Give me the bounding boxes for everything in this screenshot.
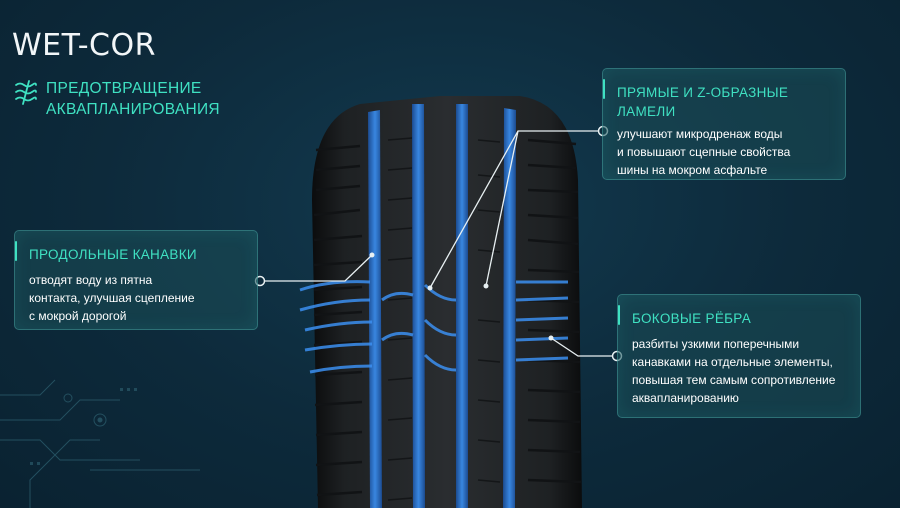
callout-heading: БОКОВЫЕ РЁБРА: [632, 309, 860, 328]
subtitle-text: ПРЕДОТВРАЩЕНИЕ АКВАПЛАНИРОВАНИЯ: [46, 78, 220, 120]
text-line: улучшают микродренаж воды: [617, 127, 783, 141]
callout-text: разбиты узкими поперечными канавками на …: [632, 335, 860, 407]
text-line: канавками на отдельные элементы,: [632, 355, 833, 369]
waves-icon: [15, 80, 37, 105]
text-line: и повышают сцепные свойства: [617, 145, 791, 159]
callout-ribs: БОКОВЫЕ РЁБРА разбиты узкими поперечными…: [617, 294, 861, 418]
ribs-connector: [550, 337, 615, 357]
callout-grooves: ПРОДОЛЬНЫЕ КАНАВКИ отводят воду из пятна…: [14, 230, 258, 330]
text-line: контакта, улучшая сцепление: [29, 291, 195, 305]
heading-line: ПРОДОЛЬНЫЕ КАНАВКИ: [29, 247, 197, 262]
text-line: с мокрой дорогой: [29, 309, 127, 323]
callout-heading: ПРОДОЛЬНЫЕ КАНАВКИ: [29, 245, 257, 264]
callout-text: отводят воду из пятна контакта, улучшая …: [29, 271, 257, 325]
callout-heading: ПРЯМЫЕ И Z-ОБРАЗНЫЕ ЛАМЕЛИ: [617, 83, 845, 121]
text-line: разбиты узкими поперечными: [632, 337, 800, 351]
longitudinal-grooves: [368, 104, 516, 508]
heading-line: ЛАМЕЛИ: [617, 104, 676, 119]
heading-line: ПРЯМЫЕ И Z-ОБРАЗНЫЕ: [617, 85, 789, 100]
callout-sipes: ПРЯМЫЕ И Z-ОБРАЗНЫЕ ЛАМЕЛИ улучшают микр…: [602, 68, 846, 180]
grooves-connector: [262, 254, 373, 282]
subtitle-line: ПРЕДОТВРАЩЕНИЕ: [46, 80, 202, 97]
text-line: аквапланированию: [632, 391, 739, 405]
text-line: отводят воду из пятна: [29, 273, 153, 287]
page-title: WET-COR: [12, 28, 156, 63]
subtitle-line: АКВАПЛАНИРОВАНИЯ: [46, 101, 220, 118]
subtitle: ПРЕДОТВРАЩЕНИЕ АКВАПЛАНИРОВАНИЯ: [14, 78, 220, 120]
text-line: шины на мокром асфальте: [617, 163, 768, 177]
callout-text: улучшают микродренаж воды и повышают сце…: [617, 125, 845, 179]
text-line: повышая тем самым сопротивление: [632, 373, 836, 387]
heading-line: БОКОВЫЕ РЁБРА: [632, 311, 752, 326]
